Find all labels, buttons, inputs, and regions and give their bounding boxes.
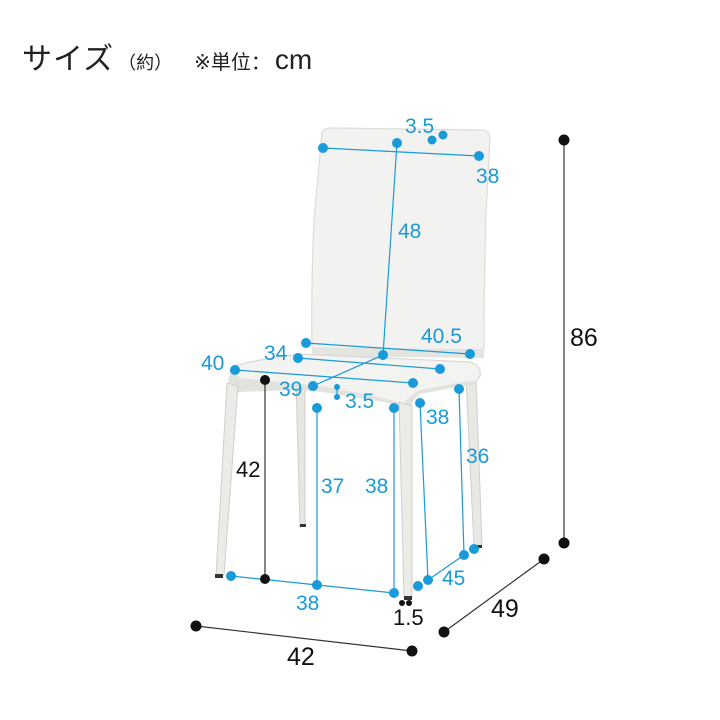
overall-depth-line — [443, 558, 545, 633]
label-back-thickness: 3.5 — [405, 115, 434, 138]
side-leg-height-line — [419, 402, 429, 581]
label-seat-front-width: 40 — [201, 352, 224, 375]
front-right-leg — [398, 401, 413, 598]
label-back-top-width: 38 — [476, 165, 499, 188]
title-text: サイズ — [22, 42, 115, 77]
label-front-leg-gap: 38 — [296, 592, 319, 615]
blue-dimensions — [226, 130, 484, 598]
seat-front-width-line — [234, 369, 414, 384]
label-seat-height: 42 — [236, 457, 260, 482]
back-thickness-marker — [438, 130, 448, 140]
label-back-bottom-width: 40.5 — [421, 325, 462, 348]
back-bottom-width-line — [305, 342, 471, 355]
front-left-leg — [215, 382, 239, 577]
foot-cap — [300, 524, 306, 527]
black-dimensions — [190, 134, 570, 657]
leg-thickness-marker — [399, 600, 405, 606]
leg-thickness-marker — [406, 600, 412, 606]
unit-label: ※単位： — [194, 50, 271, 74]
label-overall-height: 86 — [570, 324, 598, 352]
label-side-leg-span: 45 — [442, 567, 465, 590]
label-side-leg-height: 38 — [426, 406, 449, 429]
seat-front-edge — [228, 372, 474, 414]
label-seat-depth: 39 — [279, 378, 302, 401]
approx-note: （約） — [118, 53, 173, 74]
label-back-height: 48 — [398, 220, 421, 243]
backrest-base — [312, 348, 484, 358]
seat-back-width-line — [297, 357, 441, 370]
back-top-width-line — [322, 147, 480, 157]
foot-cap — [475, 545, 482, 548]
unit-value: cm — [274, 44, 313, 75]
side-leg-span-line — [427, 554, 465, 581]
label-leg-thickness: 1.5 — [393, 605, 424, 630]
rear-leg-height-line — [458, 388, 465, 556]
backrest — [311, 127, 491, 351]
back-height-line — [382, 142, 398, 356]
label-inner-leg-height: 37 — [321, 475, 344, 498]
foot-cap — [404, 596, 412, 600]
page-title: サイズ （約） ※単位： cm — [22, 34, 313, 77]
label-front-leg-height: 38 — [365, 475, 388, 498]
foot-cap — [215, 574, 223, 578]
rear-left-leg — [295, 379, 306, 528]
seat-depth-line — [312, 354, 384, 387]
label-overall-depth: 49 — [491, 595, 519, 623]
overall-width-line — [195, 625, 413, 652]
label-seat-back-width: 34 — [264, 342, 288, 365]
chair-illustration — [215, 127, 491, 600]
label-overall-width: 42 — [287, 643, 315, 671]
back-thickness-marker — [427, 135, 437, 145]
label-rear-leg-height: 36 — [466, 445, 489, 468]
dimension-labels: 3.5 38 48 40.5 34 40 39 3.5 38 36 37 38 … — [201, 115, 598, 671]
label-seat-thickness: 3.5 — [345, 390, 374, 413]
